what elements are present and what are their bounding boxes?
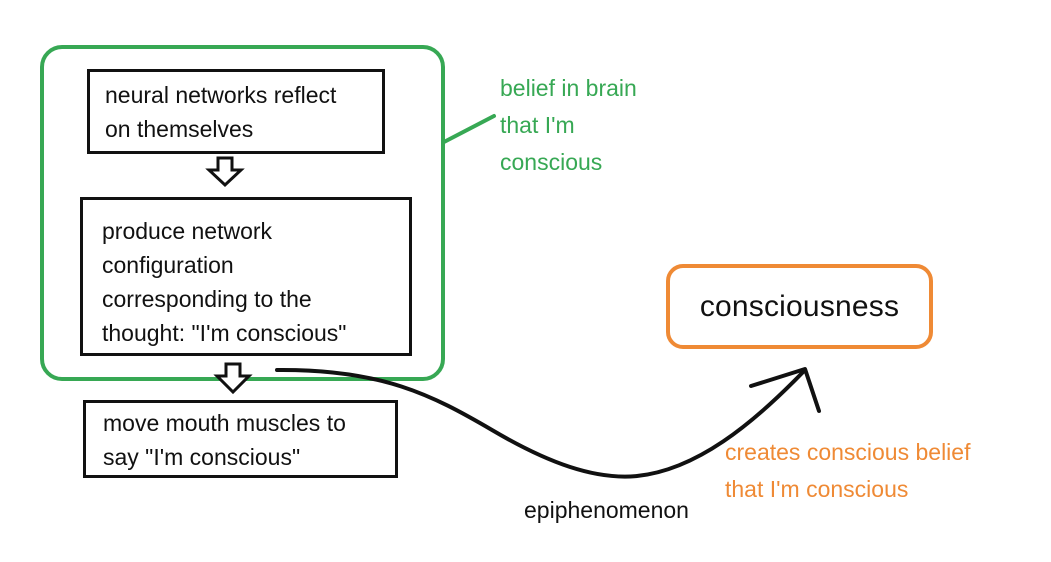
mouth-muscles-text: move mouth muscles to say "I'm conscious… <box>103 410 346 470</box>
reflection-step-text: neural networks reflect on themselves <box>105 82 337 142</box>
network-configuration-text: produce network configuration correspond… <box>102 218 347 346</box>
consciousness-label: consciousness <box>699 289 900 323</box>
arrowhead-icon <box>749 367 821 413</box>
mouth-muscles-box: move mouth muscles to say "I'm conscious… <box>83 400 398 478</box>
hollow-down-arrow-icon <box>205 156 245 188</box>
epiphenomenon-label: epiphenomenon <box>524 497 689 523</box>
group-label-connector-line <box>442 114 496 144</box>
conscious-belief-label: creates conscious belief that I'm consci… <box>725 439 971 502</box>
brain-belief-label: belief in brain that I'm conscious <box>500 75 637 175</box>
consciousness-box: consciousness <box>666 264 933 349</box>
curved-arrow-icon <box>275 367 807 479</box>
reflection-step-box: neural networks reflect on themselves <box>87 69 385 154</box>
hollow-down-arrow-icon <box>213 362 253 395</box>
network-configuration-box: produce network configuration correspond… <box>80 197 412 356</box>
